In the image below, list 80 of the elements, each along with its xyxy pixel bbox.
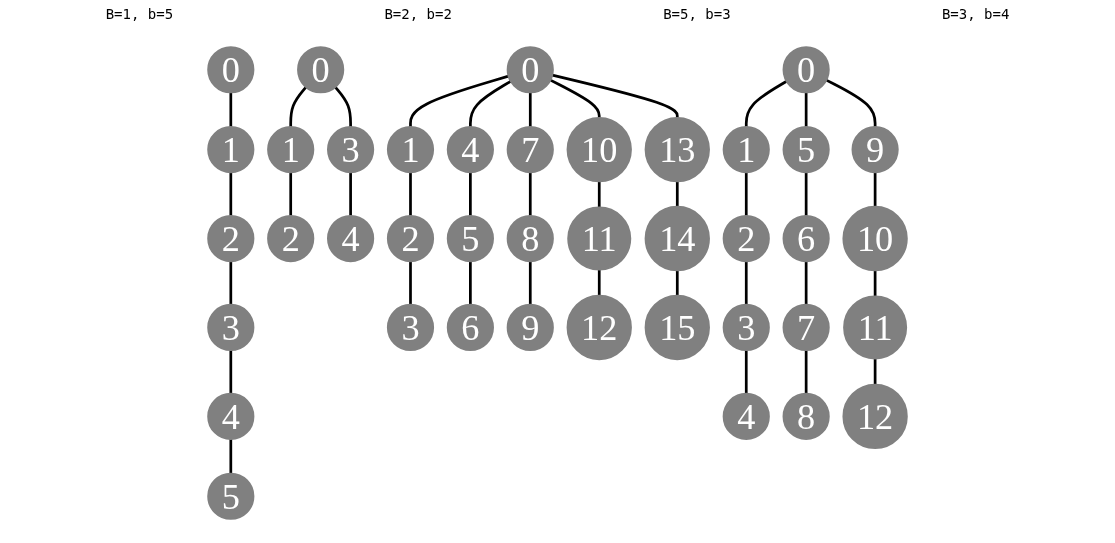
node-circle: 4	[327, 214, 375, 263]
node-circle: 1	[722, 126, 770, 174]
node-circle: 0	[782, 46, 830, 94]
node-circle: 2	[722, 214, 770, 263]
connector	[597, 181, 601, 208]
connector	[804, 261, 808, 305]
connector	[597, 269, 601, 296]
connector	[825, 78, 877, 127]
node-circle: 5	[446, 214, 494, 263]
node-circle: 8	[782, 392, 830, 440]
node-circle: 6	[782, 214, 830, 263]
node-circle: 4	[722, 392, 770, 440]
node-circle: 12	[842, 383, 908, 450]
node-circle: 9	[506, 303, 554, 352]
connector	[469, 261, 472, 305]
connector	[469, 80, 512, 127]
connector	[804, 92, 808, 127]
node-circle: 3	[327, 126, 375, 174]
node-circle: 3	[207, 303, 255, 352]
connector	[229, 172, 233, 216]
node-circle: 15	[644, 294, 710, 361]
node-circle: 2	[386, 214, 435, 263]
connector	[873, 358, 877, 385]
node-circle: 4	[446, 126, 494, 174]
connector	[409, 172, 412, 216]
node-circle: 11	[843, 295, 908, 360]
connector	[289, 86, 308, 127]
connector	[229, 350, 233, 394]
connector	[873, 172, 877, 207]
node-circle: 9	[851, 126, 899, 174]
connector	[349, 172, 352, 216]
node-circle: 3	[386, 303, 435, 352]
node-circle: 1	[386, 126, 435, 174]
connector	[409, 261, 412, 305]
node-circle: 0	[506, 46, 554, 94]
node-circle: 0	[297, 46, 345, 94]
connector	[229, 439, 233, 474]
node-circle: 10	[566, 116, 632, 183]
connector	[229, 261, 233, 305]
tree-heading: B=3, b=4	[941, 6, 1010, 22]
connector	[744, 350, 748, 394]
node-circle: 1	[207, 126, 255, 174]
node-circle: 6	[446, 303, 494, 352]
connector	[873, 270, 877, 297]
connector	[744, 172, 748, 216]
connector	[528, 261, 532, 305]
node-circle: 2	[207, 214, 255, 263]
node-circle: 8	[506, 214, 554, 263]
node-circle: 0	[207, 46, 255, 94]
node-circle: 7	[782, 303, 830, 352]
node-circle: 2	[267, 214, 315, 263]
node-circle: 4	[207, 392, 255, 440]
connector	[744, 261, 748, 305]
tree-heading: B=1, b=5	[105, 6, 174, 22]
connector	[528, 172, 532, 216]
node-circle: 14	[644, 205, 710, 272]
node-circle: 11	[567, 206, 632, 271]
tree-heading: B=5, b=3	[663, 6, 731, 22]
connector	[552, 73, 679, 118]
connector	[409, 74, 509, 127]
node-circle: 5	[782, 126, 830, 174]
node-circle: 12	[566, 294, 632, 361]
node-circle: 1	[267, 126, 315, 174]
connector	[528, 92, 532, 127]
connector	[229, 92, 233, 127]
tree-heading: B=2, b=2	[384, 6, 452, 22]
connector	[469, 172, 472, 216]
connector	[804, 350, 808, 394]
node-circle: 3	[722, 303, 770, 352]
connector	[744, 80, 788, 127]
connector	[334, 86, 352, 127]
connector	[549, 78, 601, 118]
node-circle: 10	[842, 205, 908, 272]
node-circle: 7	[506, 126, 554, 174]
connector	[804, 172, 808, 216]
connector	[675, 270, 679, 296]
connector	[289, 172, 293, 216]
connector	[675, 181, 679, 207]
node-circle: 5	[207, 472, 255, 520]
node-circle: 13	[644, 116, 710, 183]
